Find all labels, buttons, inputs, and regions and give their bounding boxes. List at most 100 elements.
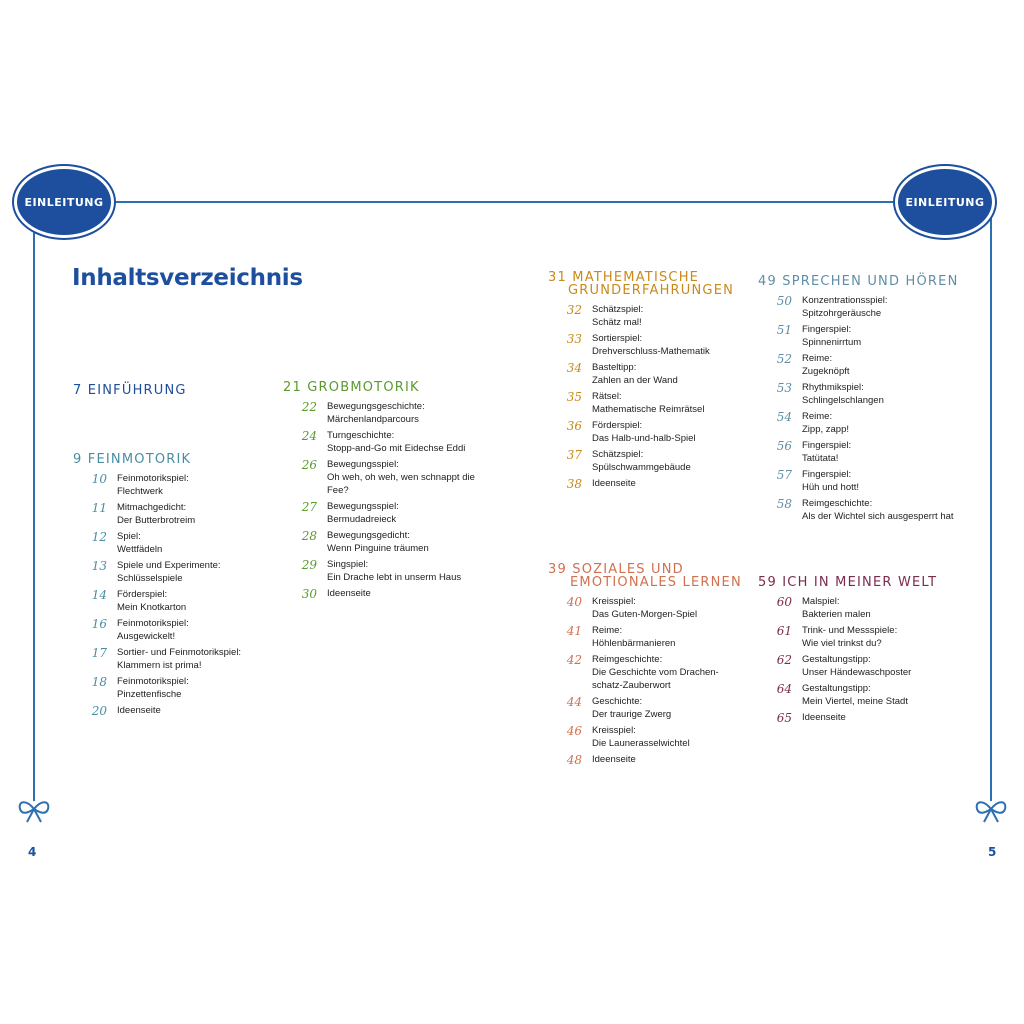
toc-entry-line1: Fingerspiel: (802, 469, 852, 480)
toc-entry-text: Kreisspiel:Das Guten-Morgen-Spiel (592, 595, 697, 621)
toc-entry-line1: Fingerspiel: (802, 440, 852, 451)
toc-entry: 62 Gestaltungstipp:Unser Händewaschposter (758, 653, 937, 679)
toc-entry-line2: Der traurige Zwerg (592, 709, 672, 720)
toc-entry-page: 14 (91, 588, 107, 602)
toc-entry-text: Feinmotorikspiel:Ausgewickelt! (117, 617, 189, 643)
toc-entry-page: 46 (566, 724, 582, 738)
toc-entry-page: 34 (566, 361, 582, 375)
section-heading: 21 GROBMOTORIK (283, 380, 420, 395)
toc-entry-text: Feinmotorikspiel: Flechtwerk (117, 472, 189, 498)
toc-entry-line1: Ideenseite (592, 754, 636, 765)
toc-entry-line2: Flechtwerk (117, 486, 163, 497)
toc-entry-text: Konzentrationsspiel:Spitzohrgeräusche (802, 294, 888, 320)
toc-entry-text: Rhythmikspiel:Schlingelschlangen (802, 381, 884, 407)
toc-entry-page: 20 (91, 704, 107, 718)
toc-entry-page: 57 (776, 468, 792, 482)
toc-entry-line2: Oh weh, oh weh, wen schnappt die (327, 472, 475, 483)
toc-entry-text: Bewegungsspiel: Oh weh, oh weh, wen schna… (327, 458, 475, 497)
toc-entry-page: 33 (566, 332, 582, 346)
toc-entry-line1: Förderspiel: (117, 589, 168, 600)
toc-entry-text: Bewegungsgedicht:Wenn Pinguine träumen (327, 529, 429, 555)
toc-entry-line1: Bewegungsspiel: (327, 459, 399, 470)
toc-entry-line1: Ideenseite (117, 705, 161, 716)
toc-entry-line2: Zugeknöpft (802, 366, 850, 377)
toc-entry-line1: Reimgeschichte: (802, 498, 873, 509)
toc-entry-page: 44 (566, 695, 582, 709)
toc-entry-line2: Wenn Pinguine träumen (327, 543, 429, 554)
bow-icon (975, 801, 1007, 823)
toc-entry-page: 62 (776, 653, 792, 667)
einleitung-badge-right: EINLEITUNG (898, 169, 992, 235)
toc-entry-line1: Rhythmikspiel: (802, 382, 864, 393)
toc-entry-line1: Schätzspiel: (592, 304, 644, 315)
toc-entry-line3: Fee? (327, 485, 349, 496)
toc-entry-page: 51 (776, 323, 792, 337)
toc-entry-page: 48 (566, 753, 582, 767)
toc-entry-line2: Pinzettenfische (117, 689, 182, 700)
toc-entry-text: Förderspiel:Mein Knotkarton (117, 588, 186, 614)
toc-entry-page: 50 (776, 294, 792, 308)
section-sprechen: 49 SPRECHEN UND HÖREN 50 Konzentrationssp… (758, 275, 959, 526)
toc-entry: 48 Ideenseite (548, 753, 742, 768)
toc-entry-text: Gestaltungstipp:Unser Händewaschposter (802, 653, 911, 679)
toc-entry-line2: Bermudadreieck (327, 514, 397, 525)
page-number-left: 4 (28, 845, 37, 859)
toc-entry-page: 11 (91, 501, 107, 515)
toc-entry-page: 54 (776, 410, 792, 424)
section-heading-line2: GRUNDERFAHRUNGEN (568, 283, 735, 298)
toc-entry-line1: Konzentrationsspiel: (802, 295, 888, 306)
toc-entry-page: 29 (301, 558, 317, 572)
toc-entry-line1: Feinmotorikspiel: (117, 473, 189, 484)
toc-entry-line1: Ideenseite (592, 478, 636, 489)
toc-entry-text: Singspiel:Ein Drache lebt in unserm Haus (327, 558, 461, 584)
toc-entry: 60 Malspiel: Bakterien malen (758, 595, 937, 621)
toc-entry: 46 Kreisspiel: Die Launerasselwichtel (548, 724, 742, 750)
toc-entry-text: Ideenseite (592, 753, 636, 766)
toc-entry-text: Fingerspiel:Tatütata! (802, 439, 851, 465)
toc-entry-line1: Förderspiel: (592, 420, 643, 431)
toc-entry-line2: Das Halb-und-halb-Spiel (592, 433, 696, 444)
toc-entry-line1: Kreisspiel: (592, 725, 636, 736)
toc-entry-line2: Der Butterbrotreim (117, 515, 196, 526)
toc-entry-line2: Die Launerasselwichtel (592, 738, 690, 749)
toc-entry-line1: Turngeschichte: (327, 430, 395, 441)
toc-entry-line1: Basteltipp: (592, 362, 637, 373)
toc-entry-text: Reimgeschichte:Die Geschichte vom Drache… (592, 653, 719, 692)
toc-entry: 29 Singspiel:Ein Drache lebt in unserm Ha… (283, 558, 475, 584)
toc-entry-line1: Malspiel: (802, 596, 840, 607)
toc-entry-page: 58 (776, 497, 792, 511)
einleitung-badge-left: EINLEITUNG (17, 169, 111, 235)
page-title: Inhaltsverzeichnis (72, 265, 303, 291)
section-einfuehrung: 7 EINFÜHRUNG (73, 384, 187, 403)
toc-entry-line1: Geschichte: (592, 696, 643, 707)
toc-entry-line2: Wie viel trinkst du? (802, 638, 882, 649)
toc-entry-page: 60 (776, 595, 792, 609)
toc-entry-page: 53 (776, 381, 792, 395)
bow-icon (18, 801, 50, 823)
toc-entry-line2: Bakterien malen (802, 609, 871, 620)
toc-entry-page: 26 (301, 458, 317, 472)
toc-entry: 42 Reimgeschichte:Die Geschichte vom Drac… (548, 653, 742, 692)
toc-entry-page: 42 (566, 653, 582, 667)
toc-entry-line2: Ausgewickelt! (117, 631, 176, 642)
toc-entry-line2: Unser Händewaschposter (802, 667, 912, 678)
section-heading: 49 SPRECHEN UND HÖREN (758, 274, 959, 289)
toc-entry-line2: Stopp-and-Go mit Eidechse Eddi (327, 443, 466, 454)
toc-entry-line2: Wettfädeln (117, 544, 163, 555)
toc-entry-line1: Reimgeschichte: (592, 654, 663, 665)
